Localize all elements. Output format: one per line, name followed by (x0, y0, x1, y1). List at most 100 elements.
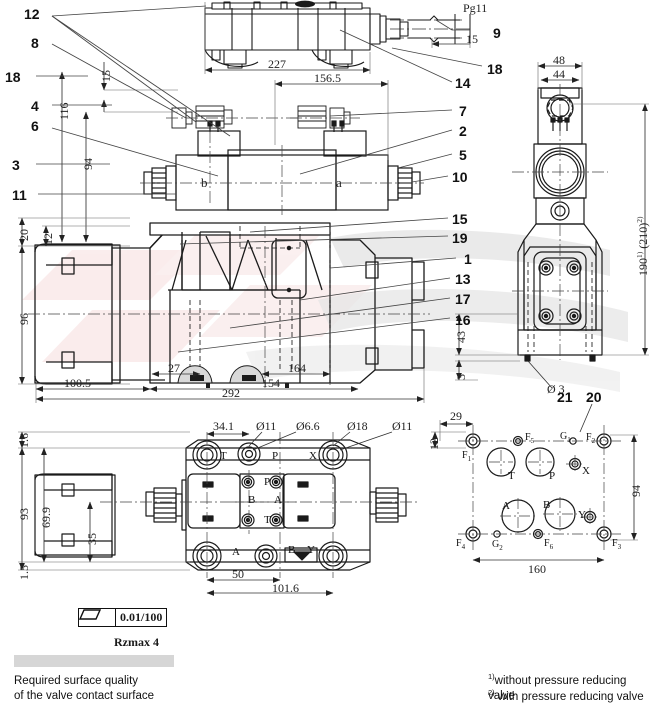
dim-1-6: 1.6 (17, 433, 31, 448)
dim-dia-11b: Ø11 (392, 419, 413, 433)
dim-pg11: Pg11 (463, 1, 488, 15)
callout-16-right: 16 (455, 312, 471, 328)
hidden-lines-manifold (189, 226, 301, 372)
callout-21: 21 (557, 389, 573, 405)
dim-93: 93 (17, 508, 31, 520)
surface-caption-line2: of the valve contact surface (14, 690, 154, 702)
callout-15-right: 15 (452, 211, 468, 227)
port-label-P-top: P (272, 450, 279, 462)
dim-292: 292 (222, 386, 240, 400)
hole-label-B: B (543, 499, 551, 511)
hole-label-F2: F2 (586, 432, 596, 445)
port-label-X-top: X (309, 450, 317, 462)
dim-12-hp: 12 (427, 438, 441, 450)
hole-label-F4: F4 (456, 538, 466, 551)
port-label-A-bot: A (232, 546, 240, 558)
dim-3: 3 (454, 374, 468, 380)
dim-156-5: 156.5 (314, 71, 341, 85)
port-label-B-bot: B (288, 544, 296, 556)
view-hole-pattern (465, 433, 612, 542)
centerlines-manifold (28, 226, 430, 388)
dim-190-210: 1901) (210)2) (635, 216, 650, 277)
callout-9-right: 9 (493, 25, 501, 41)
callout-8-left: 8 (31, 35, 39, 51)
dim-20: 20 (17, 229, 31, 241)
view-valve-plan-top (204, 0, 409, 69)
dim-94-hp: 94 (629, 485, 643, 497)
hidden-lines-side (527, 262, 593, 352)
dim-101-6: 101.6 (272, 581, 299, 595)
callout-11-left: 11 (12, 187, 27, 203)
centerlines-hole-pattern (458, 425, 622, 552)
hole-label-G1: G1 (560, 431, 571, 444)
dim-50: 50 (232, 567, 244, 581)
dim-dia-3: Ø 3 (547, 382, 565, 396)
dim-100-5: 100.5 (64, 376, 91, 390)
callout-2-right: 2 (459, 123, 467, 139)
callout-12-left: 12 (24, 6, 40, 22)
port-label-T-mid: T (264, 514, 271, 526)
dim-164: 164 (288, 361, 306, 375)
gdt-frame: 0.01/100 (78, 608, 168, 627)
callout-17-right: 17 (455, 291, 471, 307)
callout-leader-lines (36, 5, 483, 353)
dim-15-v: 15 (99, 70, 113, 82)
detail-connector-right (297, 105, 351, 129)
callout-1-right: 1 (464, 251, 472, 267)
hole-label-F1: F1 (462, 450, 472, 463)
dim-dia-18: Ø18 (347, 419, 368, 433)
callout-18-left: 18 (5, 69, 21, 85)
hole-label-F6: F6 (544, 538, 554, 551)
dim-227: 227 (268, 57, 286, 71)
footnote-2: 2) with pressure reducing valve (488, 688, 644, 703)
label-solenoid-b: b (201, 175, 208, 190)
callout-14-right: 14 (455, 75, 471, 91)
dim-94: 94 (81, 158, 95, 170)
dim-dia-6-6: Ø6.6 (296, 419, 320, 433)
dim-1-5: 1.5 (17, 565, 31, 580)
dim-96: 96 (17, 313, 31, 325)
callout-10-right: 10 (452, 169, 468, 185)
hole-label-X: X (582, 465, 590, 477)
centerlines-plan-bottom (100, 432, 420, 578)
view-manifold-section (34, 222, 425, 385)
hole-label-G2: G2 (492, 539, 503, 552)
callout-5-right: 5 (459, 147, 467, 163)
hole-label-Y: Y (578, 509, 586, 521)
callout-6-left: 6 (31, 118, 39, 134)
label-solenoid-a: a (336, 175, 342, 190)
dim-dia-11a: Ø11 (256, 419, 277, 433)
dim-116: 116 (57, 102, 71, 120)
callout-3-left: 3 (12, 157, 20, 173)
callout-7-right: 7 (459, 103, 467, 119)
footnote-1: 1)without pressure reducing valve (488, 672, 627, 703)
contact-surface-band (14, 655, 174, 667)
callout-19-right: 19 (452, 230, 468, 246)
dim-154: 154 (262, 376, 280, 390)
port-label-B-mid: B (248, 494, 256, 506)
dim-44: 44 (553, 67, 565, 81)
surface-caption-line1: Required surface quality (14, 675, 139, 687)
dim-160: 160 (528, 562, 546, 576)
hole-label-F5: F5 (525, 432, 535, 445)
port-label-T-top: T (220, 450, 227, 462)
hole-label-F3: F3 (612, 538, 622, 551)
dim-69-9: 69.9 (39, 507, 53, 528)
dim-48: 48 (553, 53, 565, 67)
callout-20: 20 (586, 389, 602, 405)
dim-12: 12 (41, 233, 55, 245)
port-label-Y-bot: Y (307, 544, 315, 556)
dim-35: 35 (85, 533, 99, 545)
watermark-logo (22, 225, 372, 362)
dim-43: 43 (454, 331, 468, 343)
dim-15-pg: 15 (466, 32, 478, 46)
port-label-P-mid: P (264, 476, 271, 488)
port-label-A-mid: A (274, 494, 282, 506)
flatness-icon (79, 609, 116, 626)
callout-18-right: 18 (487, 61, 503, 77)
hole-label-P: P (549, 470, 556, 482)
hole-label-A: A (502, 500, 510, 512)
flatness-value: 0.01/100 (120, 610, 163, 624)
centerlines-top-connector (390, 19, 470, 39)
